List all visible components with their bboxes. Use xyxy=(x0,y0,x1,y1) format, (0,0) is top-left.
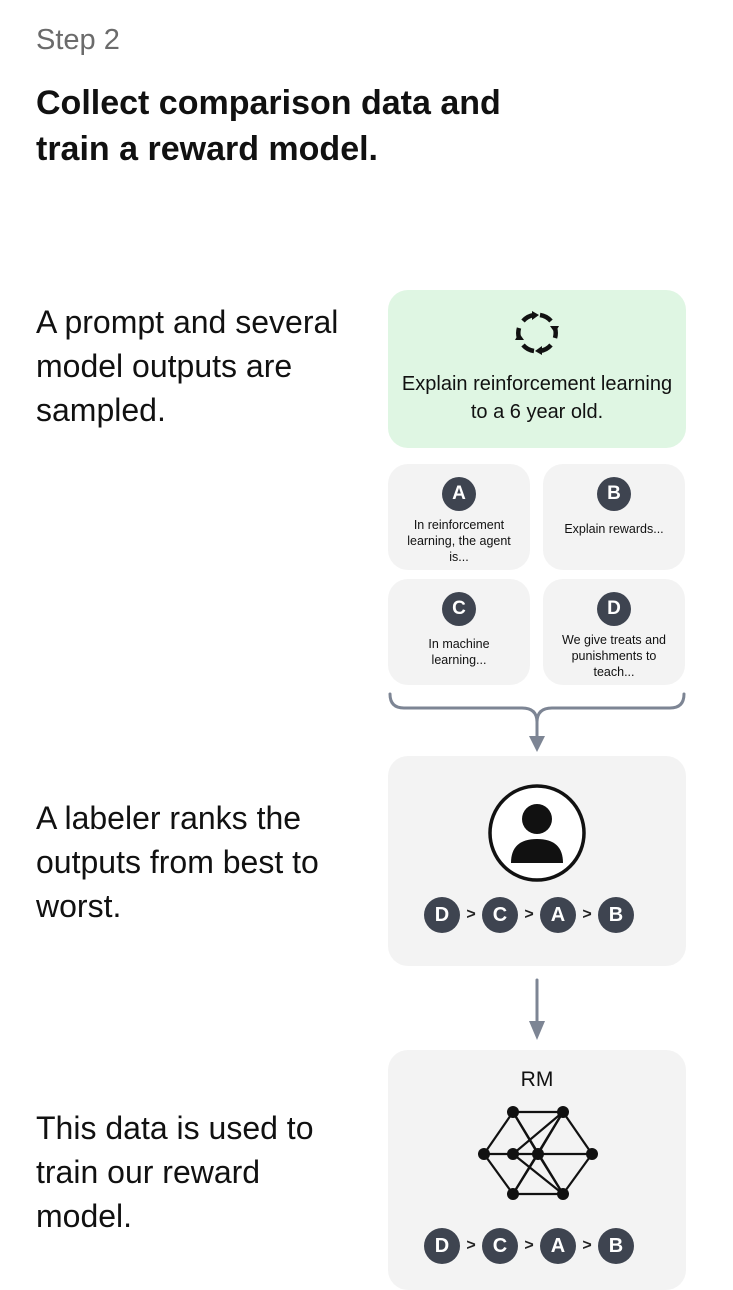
step-label: Step 2 xyxy=(36,24,120,56)
output-card-c: C In machine learning... xyxy=(388,579,530,685)
model-rank-badge-3: A xyxy=(540,1228,576,1264)
prompt-text: Explain reinforcement learning to a 6 ye… xyxy=(401,373,673,423)
reward-model-card: RM xyxy=(388,1050,686,1290)
output-card-d: D We give treats and punishments to teac… xyxy=(543,579,685,685)
output-text-d: We give treats and punishments to teach.… xyxy=(562,633,666,679)
model-rank-separator-2: > xyxy=(524,1237,534,1254)
sampling-description: A prompt and several model outputs are s… xyxy=(36,304,339,428)
output-badge-b: B xyxy=(597,477,631,511)
title-line-1: Collect comparison data and xyxy=(36,84,501,122)
ranking-row: D > C > A > B xyxy=(424,897,634,933)
model-rank-badge-1: D xyxy=(424,1228,460,1264)
rank-badge-4: B xyxy=(598,897,634,933)
rank-badge-2: C xyxy=(482,897,518,933)
output-text-a: In reinforcement learning, the agent is.… xyxy=(407,518,511,564)
output-card-b: B Explain rewards... xyxy=(543,464,685,570)
training-description: This data is used to train our reward mo… xyxy=(36,1110,314,1234)
model-rank-badge-4: B xyxy=(598,1228,634,1264)
neural-network-icon xyxy=(478,1106,598,1200)
model-ranking-row: D > C > A > B xyxy=(424,1228,634,1264)
bracket-connector xyxy=(388,692,686,723)
output-badge-a: A xyxy=(442,477,476,511)
arrow-head-2 xyxy=(529,1021,545,1040)
arrow-head-1 xyxy=(529,736,545,752)
rank-separator-1: > xyxy=(466,906,476,923)
output-text-c: In machine learning... xyxy=(428,637,490,667)
prompt-card: Explain reinforcement learning to a 6 ye… xyxy=(388,290,686,448)
output-card-a: A In reinforcement learning, the agent i… xyxy=(388,464,530,570)
reward-model-label: RM xyxy=(520,1068,554,1091)
model-rank-separator-1: > xyxy=(466,1237,476,1254)
cycle-arrows-icon xyxy=(515,311,559,355)
output-badge-c: C xyxy=(442,592,476,626)
person-avatar-icon xyxy=(488,784,586,882)
ranking-description: A labeler ranks the outputs from best to… xyxy=(36,800,319,924)
labeler-card: D > C > A > B xyxy=(388,756,686,966)
rank-separator-3: > xyxy=(582,906,592,923)
title-line-2: train a reward model. xyxy=(36,130,378,168)
model-rank-separator-3: > xyxy=(582,1237,592,1254)
model-rank-badge-2: C xyxy=(482,1228,518,1264)
output-text-b: Explain rewards... xyxy=(564,522,664,536)
output-badge-d: D xyxy=(597,592,631,626)
rank-badge-1: D xyxy=(424,897,460,933)
page-title: Collect comparison data and train a rewa… xyxy=(36,80,596,172)
rank-separator-2: > xyxy=(524,906,534,923)
rank-badge-3: A xyxy=(540,897,576,933)
